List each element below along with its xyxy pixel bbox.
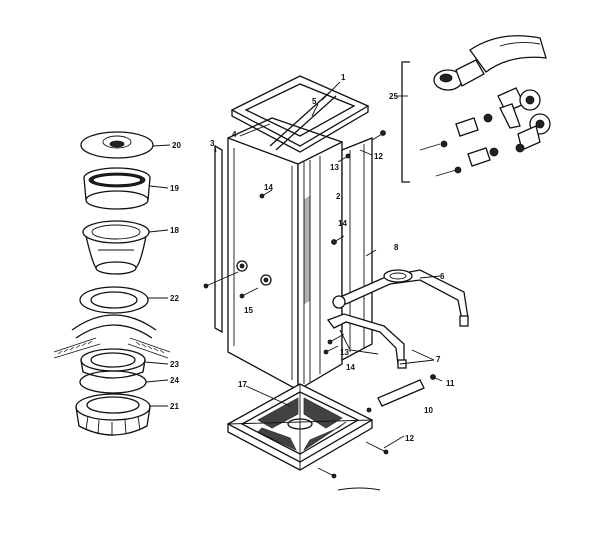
callout-6: 6: [440, 272, 445, 281]
sink-section: [53, 314, 171, 359]
part-19-strainer-basket: [83, 167, 151, 210]
callout-2: 2: [336, 192, 341, 201]
callout-24: 24: [170, 376, 179, 385]
callout-11: 11: [446, 379, 455, 388]
callout-3: 3: [210, 139, 215, 148]
part-3-trim-strip: [214, 144, 223, 334]
callout-12-top: 12: [374, 152, 383, 161]
callout-10: 10: [424, 406, 433, 415]
callout-7: 7: [436, 355, 441, 364]
part-25-valves: [419, 35, 551, 177]
part-5-rod: [269, 91, 337, 151]
callout-17: 17: [238, 380, 247, 389]
callout-21: 21: [170, 402, 179, 411]
part-25-bracket-line: [401, 61, 410, 183]
callout-12-low: 12: [405, 434, 414, 443]
callout-13-low: 13: [340, 348, 349, 357]
part-22-gasket: [79, 286, 149, 314]
callout-1: 1: [341, 73, 346, 82]
part-20-stopper: [80, 131, 154, 159]
callout-19: 19: [170, 184, 179, 193]
callout-14-low: 14: [346, 363, 355, 372]
part-17-base: [226, 383, 374, 471]
callout-14-mid: 14: [338, 219, 347, 228]
callout-25: 25: [389, 92, 398, 101]
callout-5: 5: [312, 97, 317, 106]
callout-4: 4: [232, 130, 237, 139]
base-screws: [317, 441, 389, 479]
leader-lines: [144, 81, 441, 449]
callout-15: 15: [244, 306, 253, 315]
screws-14-15-12: [203, 130, 386, 355]
part-24-washer: [79, 370, 147, 394]
callout-20: 20: [172, 141, 181, 150]
callout-22: 22: [170, 294, 179, 303]
callout-8: 8: [394, 243, 399, 252]
callout-13-top: 13: [330, 163, 339, 172]
callout-23: 23: [170, 360, 179, 369]
part-10-panel: [377, 379, 425, 407]
part-2-cabinet-body: [227, 117, 343, 392]
callout-18: 18: [170, 226, 179, 235]
part-18-flange-body: [82, 220, 150, 275]
callout-14-top: 14: [264, 183, 273, 192]
callout-labels: 20 19 18 22 23 24 21 1 5 4 3 12 13 14 2 …: [170, 73, 455, 443]
part-11-screw: [366, 374, 443, 413]
part-21-locknut: [75, 393, 151, 436]
stray-mark: [337, 487, 381, 491]
part-1-top-frame: [230, 75, 370, 153]
part-6-bracket: [332, 269, 469, 327]
